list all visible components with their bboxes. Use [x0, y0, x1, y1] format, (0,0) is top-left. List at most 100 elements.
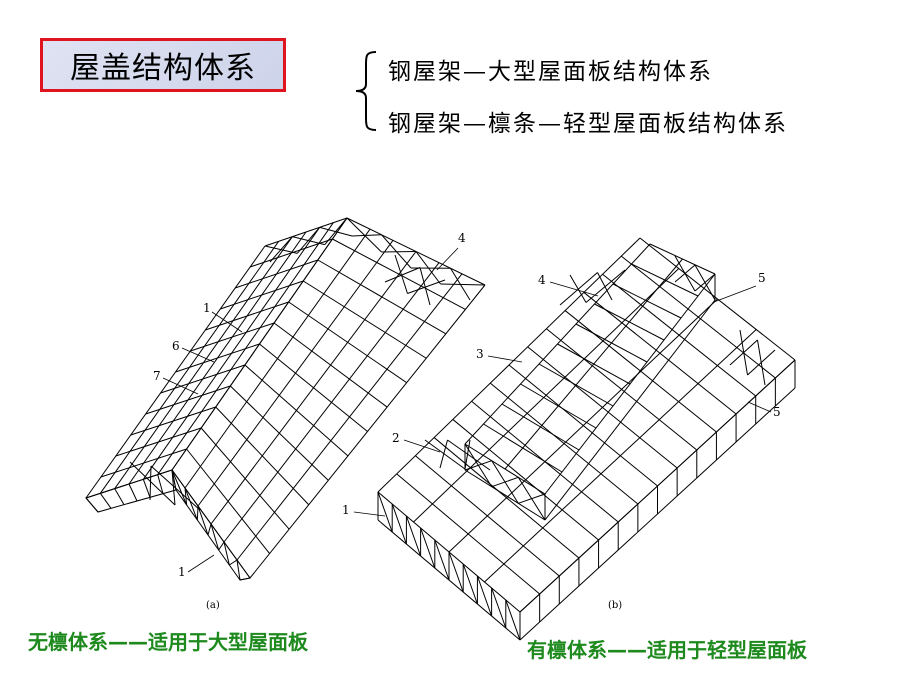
back-truss-bracing: [324, 217, 348, 245]
truss-diagonal: [184, 487, 198, 521]
roof-panel-line: [184, 228, 371, 489]
roof-bracing: [419, 267, 431, 306]
fascia-diagonal: [476, 575, 493, 617]
monitor-line: [544, 273, 716, 495]
roof-bracing: [129, 461, 176, 506]
roof-purlin-line: [377, 237, 641, 493]
curly-brace-icon: [355, 51, 377, 131]
roof-bracing: [394, 254, 408, 294]
truss-diagonal: [197, 505, 209, 536]
roof-purlin-line: [413, 268, 680, 523]
roof-diagram-a: [85, 217, 486, 581]
back-truss-bracing: [440, 283, 486, 286]
roof-b-leader-line: [747, 401, 772, 413]
back-truss-bracing: [296, 227, 321, 254]
monitor-bracing: [674, 264, 696, 283]
monitor-base: [544, 299, 716, 521]
roof-bracing: [149, 465, 152, 501]
subcaption-a: (a): [206, 600, 220, 611]
roof-panel-line: [142, 227, 321, 480]
roof-diagram-b: [377, 237, 796, 641]
truss-web: [239, 577, 251, 581]
caption-with-purlin: 有檩体系——适用于轻型屋面板: [527, 638, 807, 662]
truss-web: [229, 559, 238, 566]
fascia-diagonal: [462, 563, 478, 605]
roof-a-label: 4: [458, 231, 466, 245]
roof-panel-line: [99, 241, 280, 494]
truss-web: [207, 523, 212, 536]
back-truss-bracing: [381, 251, 417, 253]
page-title: 屋盖结构体系: [40, 38, 286, 92]
monitor-base: [464, 469, 546, 521]
system-line-1: 钢屋架—大型屋面板结构体系: [388, 59, 713, 85]
fascia-diagonal: [434, 539, 450, 581]
roof-bracing: [585, 269, 626, 303]
roof-a-label: 1: [203, 301, 211, 315]
truss-web: [85, 497, 99, 513]
roof-bracing: [439, 439, 448, 469]
monitor-bracing: [694, 273, 716, 292]
roof-b-labels: 4 5 3 2 1 5: [342, 271, 781, 517]
roof-panel-line: [85, 245, 266, 499]
roof-b-label: 2: [392, 431, 400, 445]
truss-web: [128, 483, 138, 502]
roof-a-label: 7: [153, 369, 161, 383]
roof-b-leader-line: [713, 285, 757, 303]
roof-bracing: [384, 267, 421, 283]
roof-a-leader-line: [187, 554, 215, 573]
truss-diagonal: [236, 559, 241, 581]
fascia-diagonal: [377, 491, 393, 533]
fascia-diagonal: [448, 551, 464, 593]
monitor-line: [504, 258, 683, 470]
caption-no-purlin: 无檩体系——适用于大型屋面板: [28, 630, 308, 654]
roof-bracing: [447, 439, 491, 471]
truss-web: [218, 541, 225, 551]
roof-panel-line: [171, 217, 348, 471]
roof-a-leader-line: [162, 377, 199, 395]
truss-web: [99, 493, 112, 509]
roof-bracing: [407, 279, 446, 294]
roof-b-leader-line: [403, 439, 441, 453]
roof-panel-line: [210, 251, 417, 525]
roof-a-leader-line: [181, 347, 215, 363]
roof-bracing: [171, 469, 176, 506]
roof-b-label: 3: [476, 347, 484, 361]
roof-panel-line: [197, 240, 394, 507]
truss-web: [184, 487, 188, 506]
roof-b-leader-line: [487, 355, 523, 363]
roof-b-label: 5: [773, 405, 781, 419]
roof-purlin-line: [448, 298, 718, 553]
back-truss-bracing: [269, 236, 293, 263]
front-truss: [85, 469, 251, 581]
monitor-line: [464, 243, 651, 445]
roof-b-leader-line: [353, 511, 386, 517]
fascia-diagonal: [420, 527, 436, 569]
roof-purlin-line: [484, 329, 757, 583]
roof-b-leader-line: [549, 281, 599, 297]
roof-bracing: [424, 439, 466, 470]
monitor-bracing: [518, 493, 546, 504]
fascia-diagonal: [391, 503, 407, 545]
roof-bracing: [559, 272, 598, 306]
roof-a-label: 6: [172, 339, 180, 353]
truss-web: [114, 488, 125, 505]
monitor-bracing: [491, 476, 519, 488]
roof-a-leader-line: [211, 311, 243, 333]
roof-b-label: 4: [538, 273, 546, 287]
truss-diagonal: [171, 469, 188, 506]
roof-panel-line: [157, 222, 334, 475]
subcaption-b: (b): [608, 600, 622, 611]
roof-panel-line: [249, 284, 486, 579]
roof-b-label: 5: [758, 271, 766, 285]
roof-panel-line: [128, 231, 307, 485]
roof-bracing: [464, 439, 471, 470]
truss-web: [157, 474, 164, 494]
roof-a-leader-line: [436, 247, 459, 271]
roof-a-labels: 1 6 7 1 4: [153, 231, 466, 579]
roof-panel-line: [223, 262, 440, 543]
roof-a-label: 1: [178, 565, 186, 579]
fascia-diagonal: [405, 515, 422, 557]
roof-b-label: 1: [342, 503, 350, 517]
page-title-text: 屋盖结构体系: [70, 51, 256, 86]
